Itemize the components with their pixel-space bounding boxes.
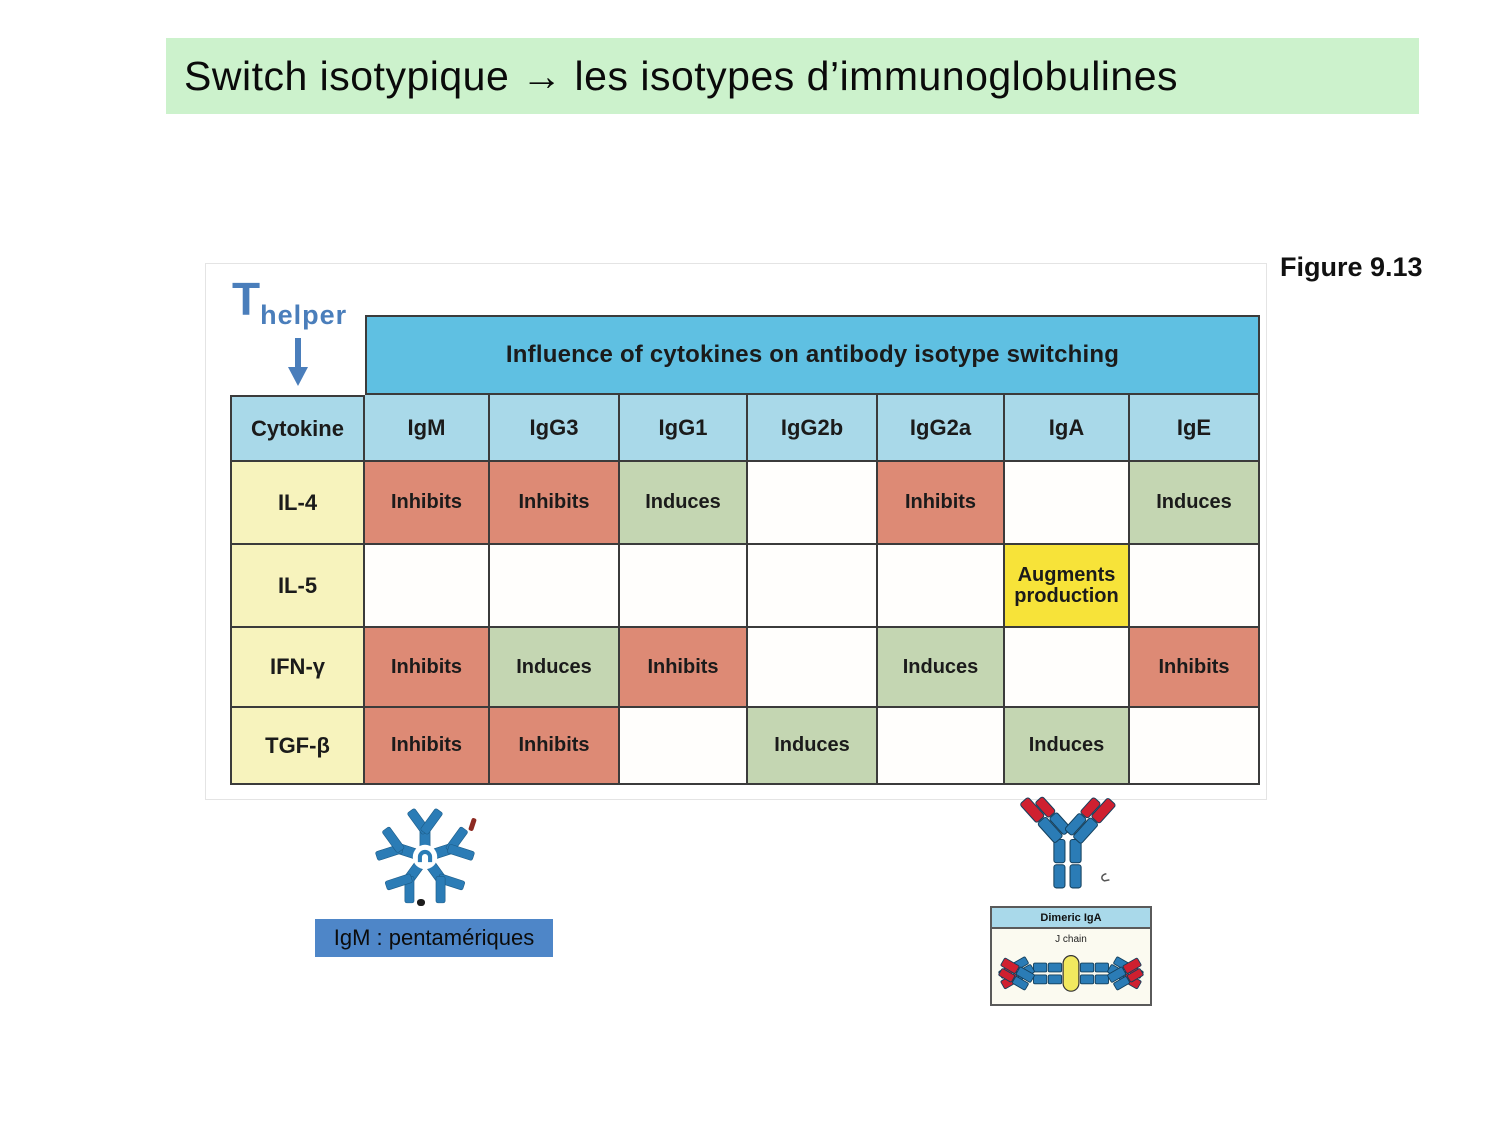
table-cell: Inhibits xyxy=(365,628,490,708)
t-helper-main: T xyxy=(232,273,261,325)
column-header-cytokine: Cytokine xyxy=(230,395,365,462)
table-cell: Inhibits xyxy=(365,708,490,785)
cytokine-row-label: IFN-γ xyxy=(230,628,365,708)
table-cell xyxy=(748,628,878,708)
table-cell: Inhibits xyxy=(490,708,620,785)
table-cell: Inhibits xyxy=(1130,628,1260,708)
table-cell: Inhibits xyxy=(878,462,1005,545)
antibody-monomer-icon xyxy=(1020,796,1116,889)
table-cell: Induces xyxy=(878,628,1005,708)
table-cell xyxy=(1005,628,1130,708)
cytokine-row-label: IL-4 xyxy=(230,462,365,545)
table-cell: Inhibits xyxy=(620,628,748,708)
table-cell xyxy=(748,545,878,628)
column-header-ige: IgE xyxy=(1130,395,1260,462)
table-cell: Inhibits xyxy=(490,462,620,545)
cytokine-table: Influence of cytokines on antibody isoty… xyxy=(230,315,1260,785)
table-corner-spacer xyxy=(230,315,365,395)
column-header-igg3: IgG3 xyxy=(490,395,620,462)
column-header-igg2b: IgG2b xyxy=(748,395,878,462)
t-helper-label: Thelper xyxy=(232,272,347,330)
table-cell: Inhibits xyxy=(365,462,490,545)
column-header-igg1: IgG1 xyxy=(620,395,748,462)
table-cell xyxy=(620,545,748,628)
title-bar: Switch isotypique → les isotypes d’immun… xyxy=(166,38,1419,114)
table-cell xyxy=(878,545,1005,628)
down-arrow-icon xyxy=(288,338,308,386)
table-banner: Influence of cytokines on antibody isoty… xyxy=(365,315,1260,395)
table-cell: Induces xyxy=(620,462,748,545)
table-cell xyxy=(490,545,620,628)
figure-reference-label: Figure 9.13 xyxy=(1280,252,1423,282)
table-cell xyxy=(620,708,748,785)
table-cell xyxy=(1130,708,1260,785)
table-cell xyxy=(878,708,1005,785)
table-cell: Induces xyxy=(1130,462,1260,545)
dimeric-iga-icon xyxy=(998,955,1144,992)
dimeric-iga-header: Dimeric IgA xyxy=(992,908,1150,929)
t-helper-subscript: helper xyxy=(260,300,348,330)
igm-caption-text: IgM : pentamériques xyxy=(333,925,535,950)
dimeric-iga-panel: Dimeric IgA J chain xyxy=(990,906,1152,1006)
table-cell: Augments production xyxy=(1005,545,1130,628)
cytokine-row-label: IL-5 xyxy=(230,545,365,628)
column-header-igg2a: IgG2a xyxy=(878,395,1005,462)
dimeric-iga-title: Dimeric IgA xyxy=(1040,911,1102,924)
cytokine-row-label: TGF-β xyxy=(230,708,365,785)
table-cell: Induces xyxy=(1005,708,1130,785)
table-cell xyxy=(365,545,490,628)
slide-title: Switch isotypique → les isotypes d’immun… xyxy=(184,52,1179,99)
j-chain-label: J chain xyxy=(1055,934,1087,945)
table-cell: Induces xyxy=(748,708,878,785)
scan-artifact-dot xyxy=(417,899,425,906)
igm-caption-box: IgM : pentamériques xyxy=(315,919,553,957)
igm-pentamer-icon xyxy=(372,807,478,908)
table-cell xyxy=(748,462,878,545)
column-header-igm: IgM xyxy=(365,395,490,462)
table-cell xyxy=(1130,545,1260,628)
column-header-iga: IgA xyxy=(1005,395,1130,462)
table-cell: Induces xyxy=(490,628,620,708)
table-cell xyxy=(1005,462,1130,545)
